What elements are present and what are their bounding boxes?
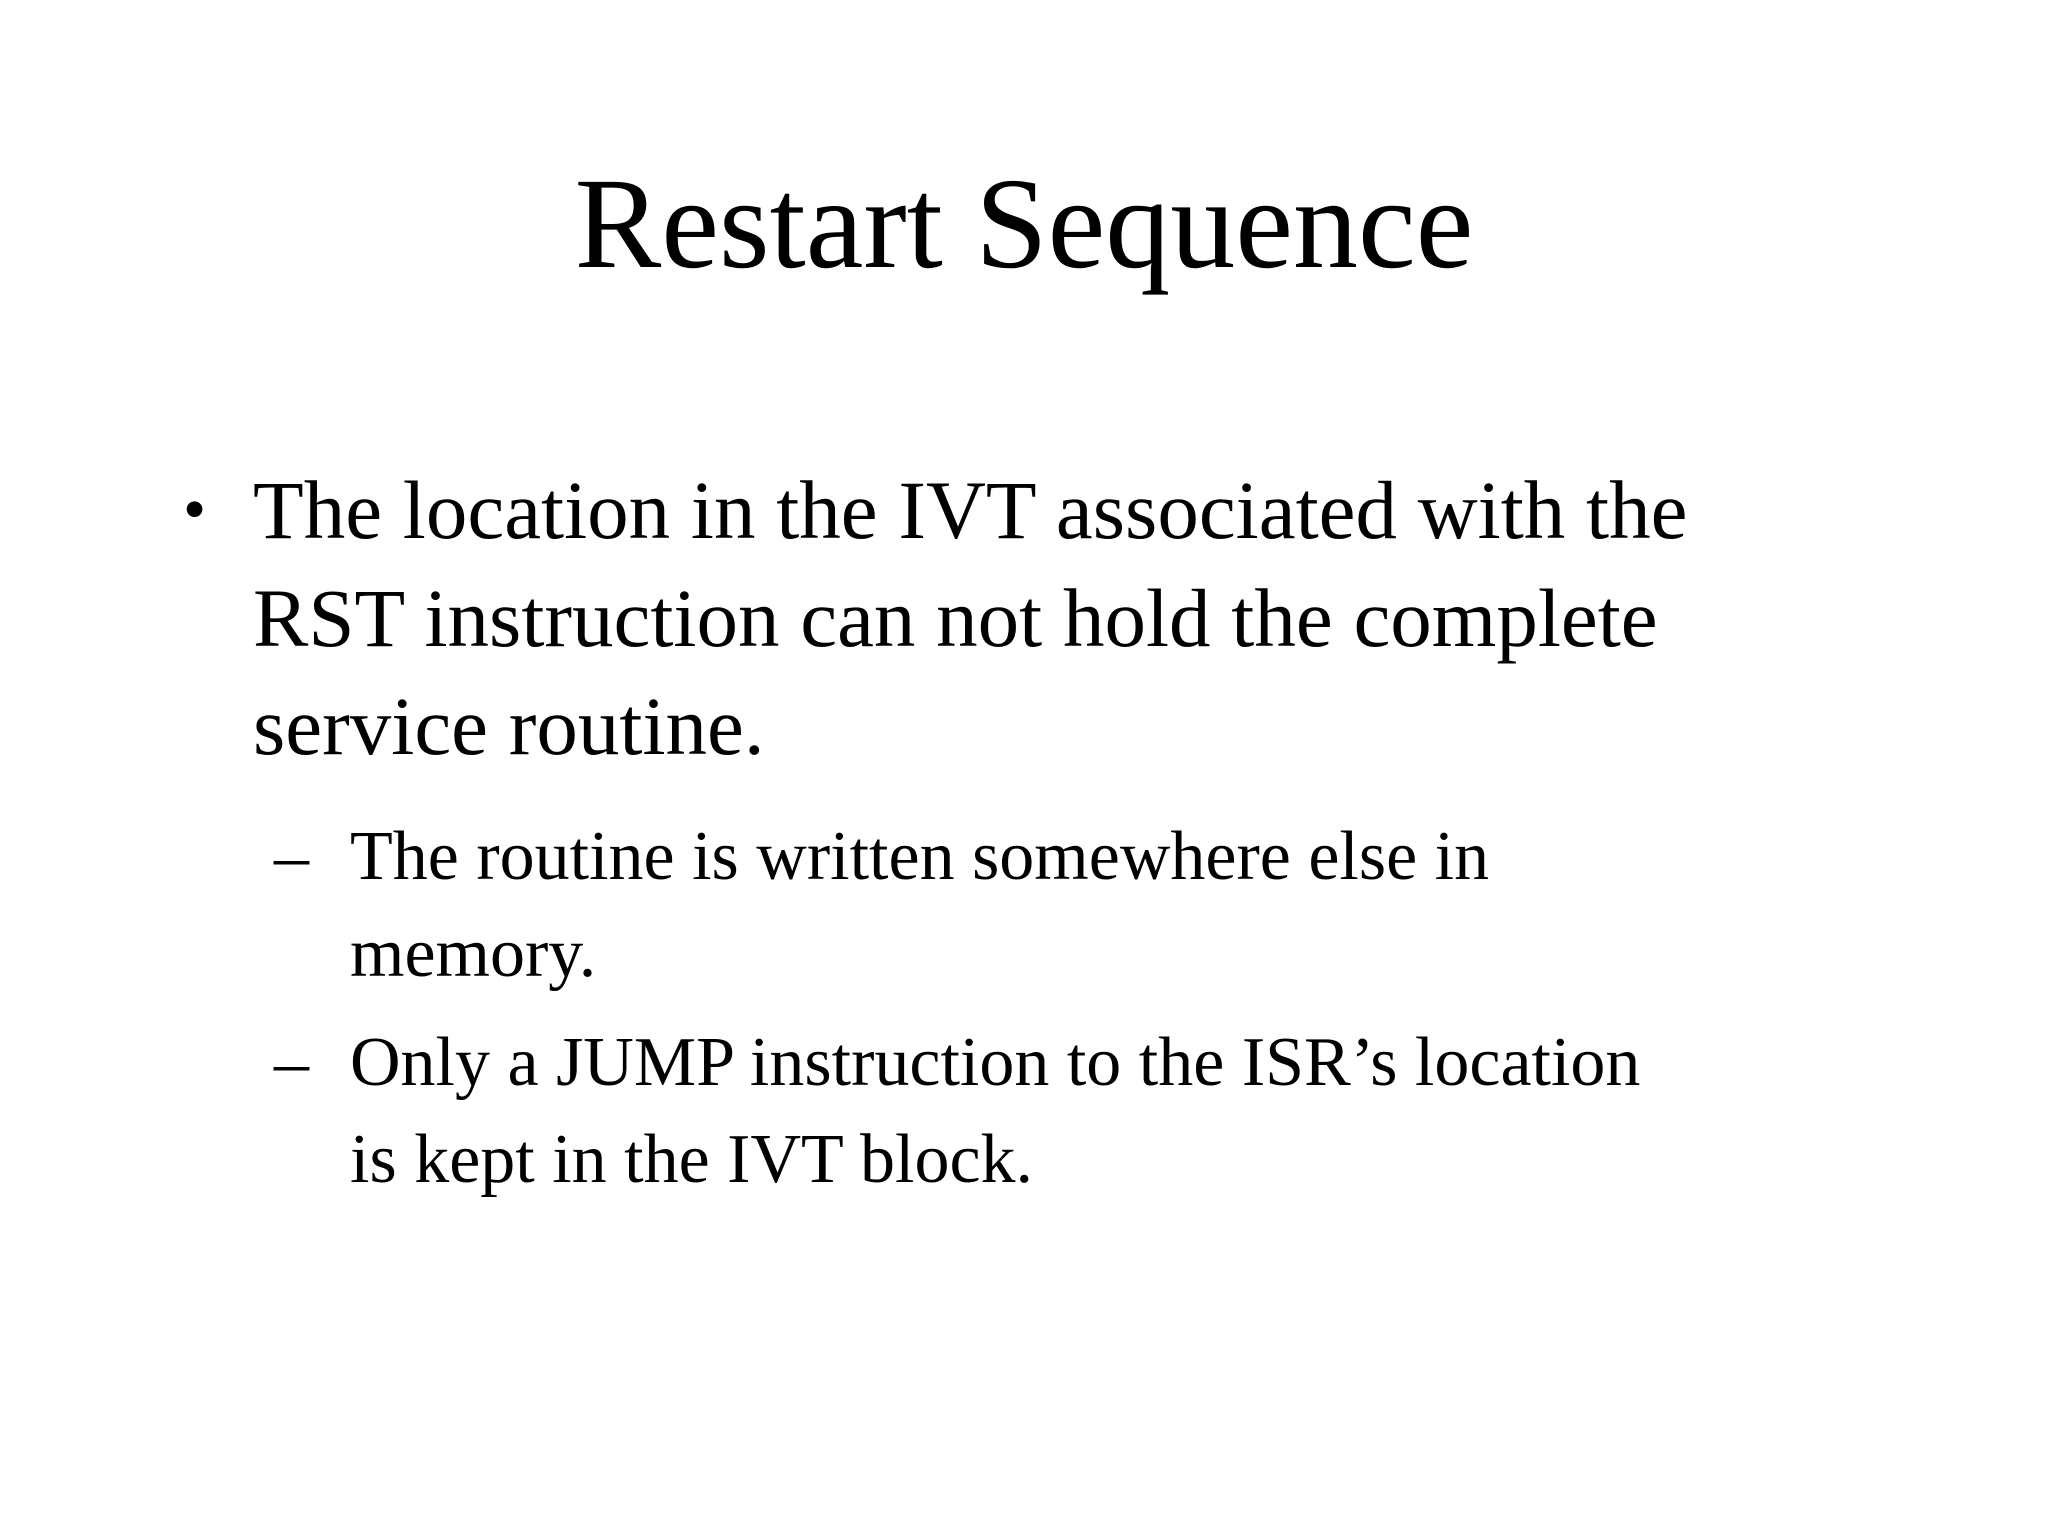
text-line: The routine is written somewhere else in	[350, 818, 1490, 895]
bullet-item-1: • The location in the IVT associated wit…	[183, 456, 1903, 780]
text-line: is kept in the IVT block.	[350, 1121, 1034, 1198]
bullet-item-1-text: The location in the IVT associated with …	[253, 456, 1903, 780]
text-line: RST instruction can not hold the complet…	[253, 572, 1658, 664]
sub-bullet-item-2: – Only a JUMP instruction to the ISR’s l…	[274, 1014, 1903, 1208]
sub-bullet-item-1: – The routine is written somewhere else …	[274, 808, 1903, 1002]
slide-title: Restart Sequence	[574, 152, 1474, 296]
bullet-dot-marker: •	[183, 473, 207, 546]
text-line: memory.	[350, 915, 597, 992]
text-line: The location in the IVT associated with …	[253, 464, 1688, 556]
dash-marker: –	[274, 818, 309, 895]
dash-marker: –	[274, 1024, 309, 1101]
text-line: service routine.	[253, 680, 765, 772]
sub-bullet-item-2-text: Only a JUMP instruction to the ISR’s loc…	[350, 1014, 1903, 1208]
sub-bullet-item-1-text: The routine is written somewhere else in…	[350, 808, 1903, 1002]
text-line: Only a JUMP instruction to the ISR’s loc…	[350, 1024, 1641, 1101]
slide-body: • The location in the IVT associated wit…	[183, 456, 1903, 1208]
